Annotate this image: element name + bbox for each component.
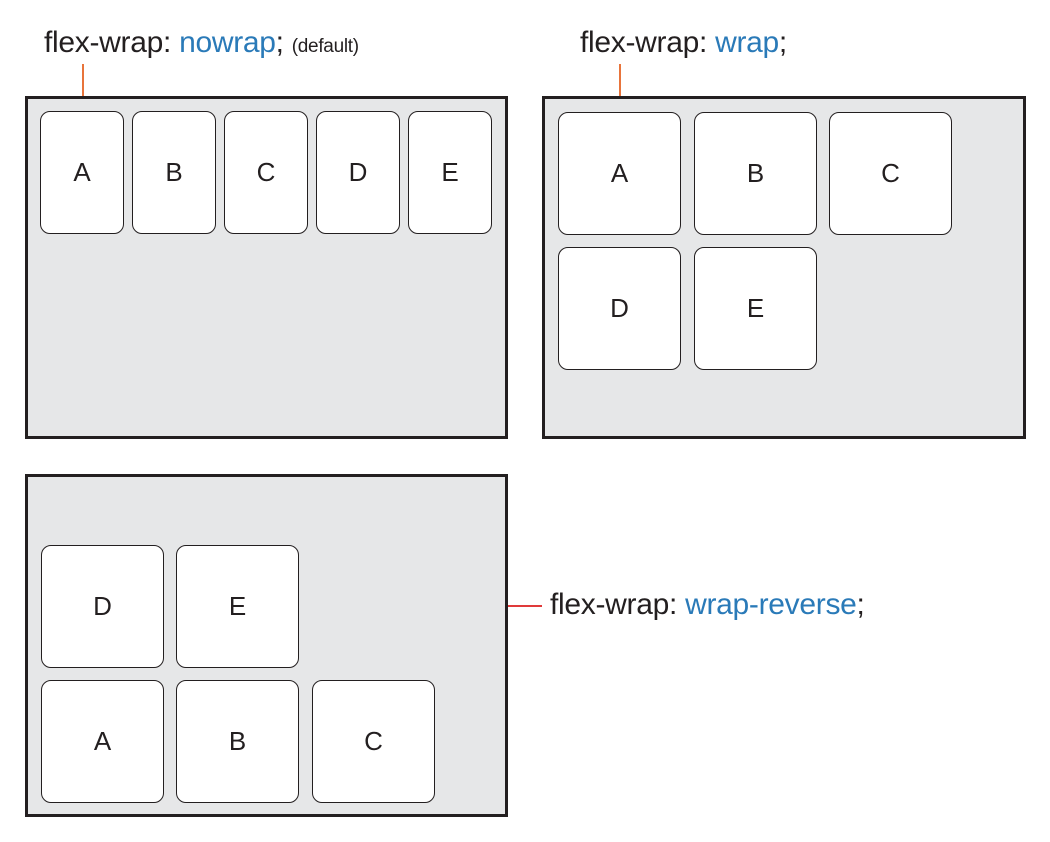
nowrap-item-e: E [408, 111, 492, 234]
wrap-reverse-item-c: C [312, 680, 435, 803]
nowrap-default-note: (default) [291, 36, 359, 57]
wrap-connector-line [619, 64, 621, 98]
wrap-item-d: D [558, 247, 681, 370]
wrap-label: flex-wrap: wrap; [580, 28, 787, 58]
wrap-flex-container: A B C D E [542, 96, 1026, 439]
nowrap-property-text: flex-wrap: [44, 26, 180, 59]
wrap-value-text: wrap [715, 26, 779, 59]
nowrap-item-d: D [316, 111, 400, 234]
wrap-property-text: flex-wrap: [580, 26, 716, 59]
nowrap-semicolon: ; [275, 26, 284, 59]
wrap-reverse-flex-container: D E A B C [25, 474, 508, 817]
nowrap-item-a: A [40, 111, 124, 234]
nowrap-item-c: C [224, 111, 308, 234]
nowrap-connector-line [82, 64, 84, 98]
wrap-semicolon: ; [778, 26, 787, 59]
wrap-reverse-item-a: A [41, 680, 164, 803]
nowrap-value-text: nowrap [179, 26, 276, 59]
wrap-reverse-item-e: E [176, 545, 299, 668]
wrap-reverse-property-text: flex-wrap: [550, 588, 686, 621]
wrap-reverse-connector-line [508, 605, 542, 607]
wrap-reverse-item-b: B [176, 680, 299, 803]
wrap-reverse-label: flex-wrap: wrap-reverse; [550, 590, 865, 620]
wrap-reverse-item-d: D [41, 545, 164, 668]
nowrap-label: flex-wrap: nowrap; (default) [44, 28, 359, 58]
wrap-item-e: E [694, 247, 817, 370]
wrap-reverse-value-text: wrap-reverse [685, 588, 857, 621]
nowrap-flex-container: A B C D E [25, 96, 508, 439]
wrap-reverse-semicolon: ; [856, 588, 865, 621]
nowrap-item-b: B [132, 111, 216, 234]
wrap-item-c: C [829, 112, 952, 235]
wrap-item-a: A [558, 112, 681, 235]
wrap-item-b: B [694, 112, 817, 235]
